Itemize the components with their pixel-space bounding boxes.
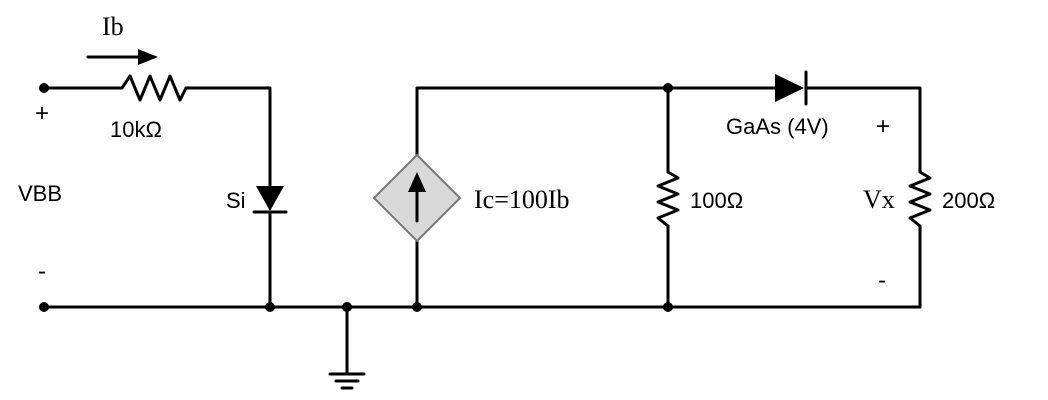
resistor-100-label: 100Ω: [690, 188, 743, 213]
resistor-10k-icon: [120, 74, 188, 102]
vx-minus-sign: -: [878, 267, 886, 294]
ground-icon: [328, 372, 366, 390]
vx-plus-sign: +: [876, 113, 890, 140]
terminal-node-bottom: [39, 302, 49, 312]
junction-node-source-bottom: [412, 302, 422, 312]
dependent-source-label: Ic=100Ib: [474, 185, 570, 214]
wire-gaas-right: [804, 86, 922, 174]
wires: [42, 86, 922, 376]
resistor-200-label: 200Ω: [942, 188, 995, 213]
junction-node-ground: [342, 302, 352, 312]
junction-node-100-top: [663, 83, 673, 93]
junction-node-100-bottom: [663, 302, 673, 312]
vbb-minus-sign: -: [38, 258, 46, 285]
junction-nodes: [39, 83, 673, 312]
dependent-current-source-icon: [372, 153, 462, 243]
current-arrow-icon: [86, 49, 158, 65]
resistor-100-icon: [656, 170, 680, 228]
junction-node-si: [265, 302, 275, 312]
resistor-10k-label: 10kΩ: [110, 117, 162, 142]
vbb-plus-sign: +: [35, 100, 49, 127]
wire-source-top: [415, 86, 777, 157]
wire-si-branch: [184, 86, 272, 188]
ib-label: Ib: [102, 12, 124, 41]
resistor-200-icon: [908, 170, 932, 228]
vx-label: Vx: [863, 185, 895, 214]
source-arrow-head: [408, 172, 426, 192]
terminal-node-top: [39, 83, 49, 93]
si-diode-icon: [252, 186, 288, 214]
gaas-diode-label: GaAs (4V): [726, 114, 829, 139]
si-diode-label: Si: [226, 188, 246, 213]
vbb-label: VBB: [18, 181, 62, 206]
gaas-diode-icon: [775, 70, 808, 106]
